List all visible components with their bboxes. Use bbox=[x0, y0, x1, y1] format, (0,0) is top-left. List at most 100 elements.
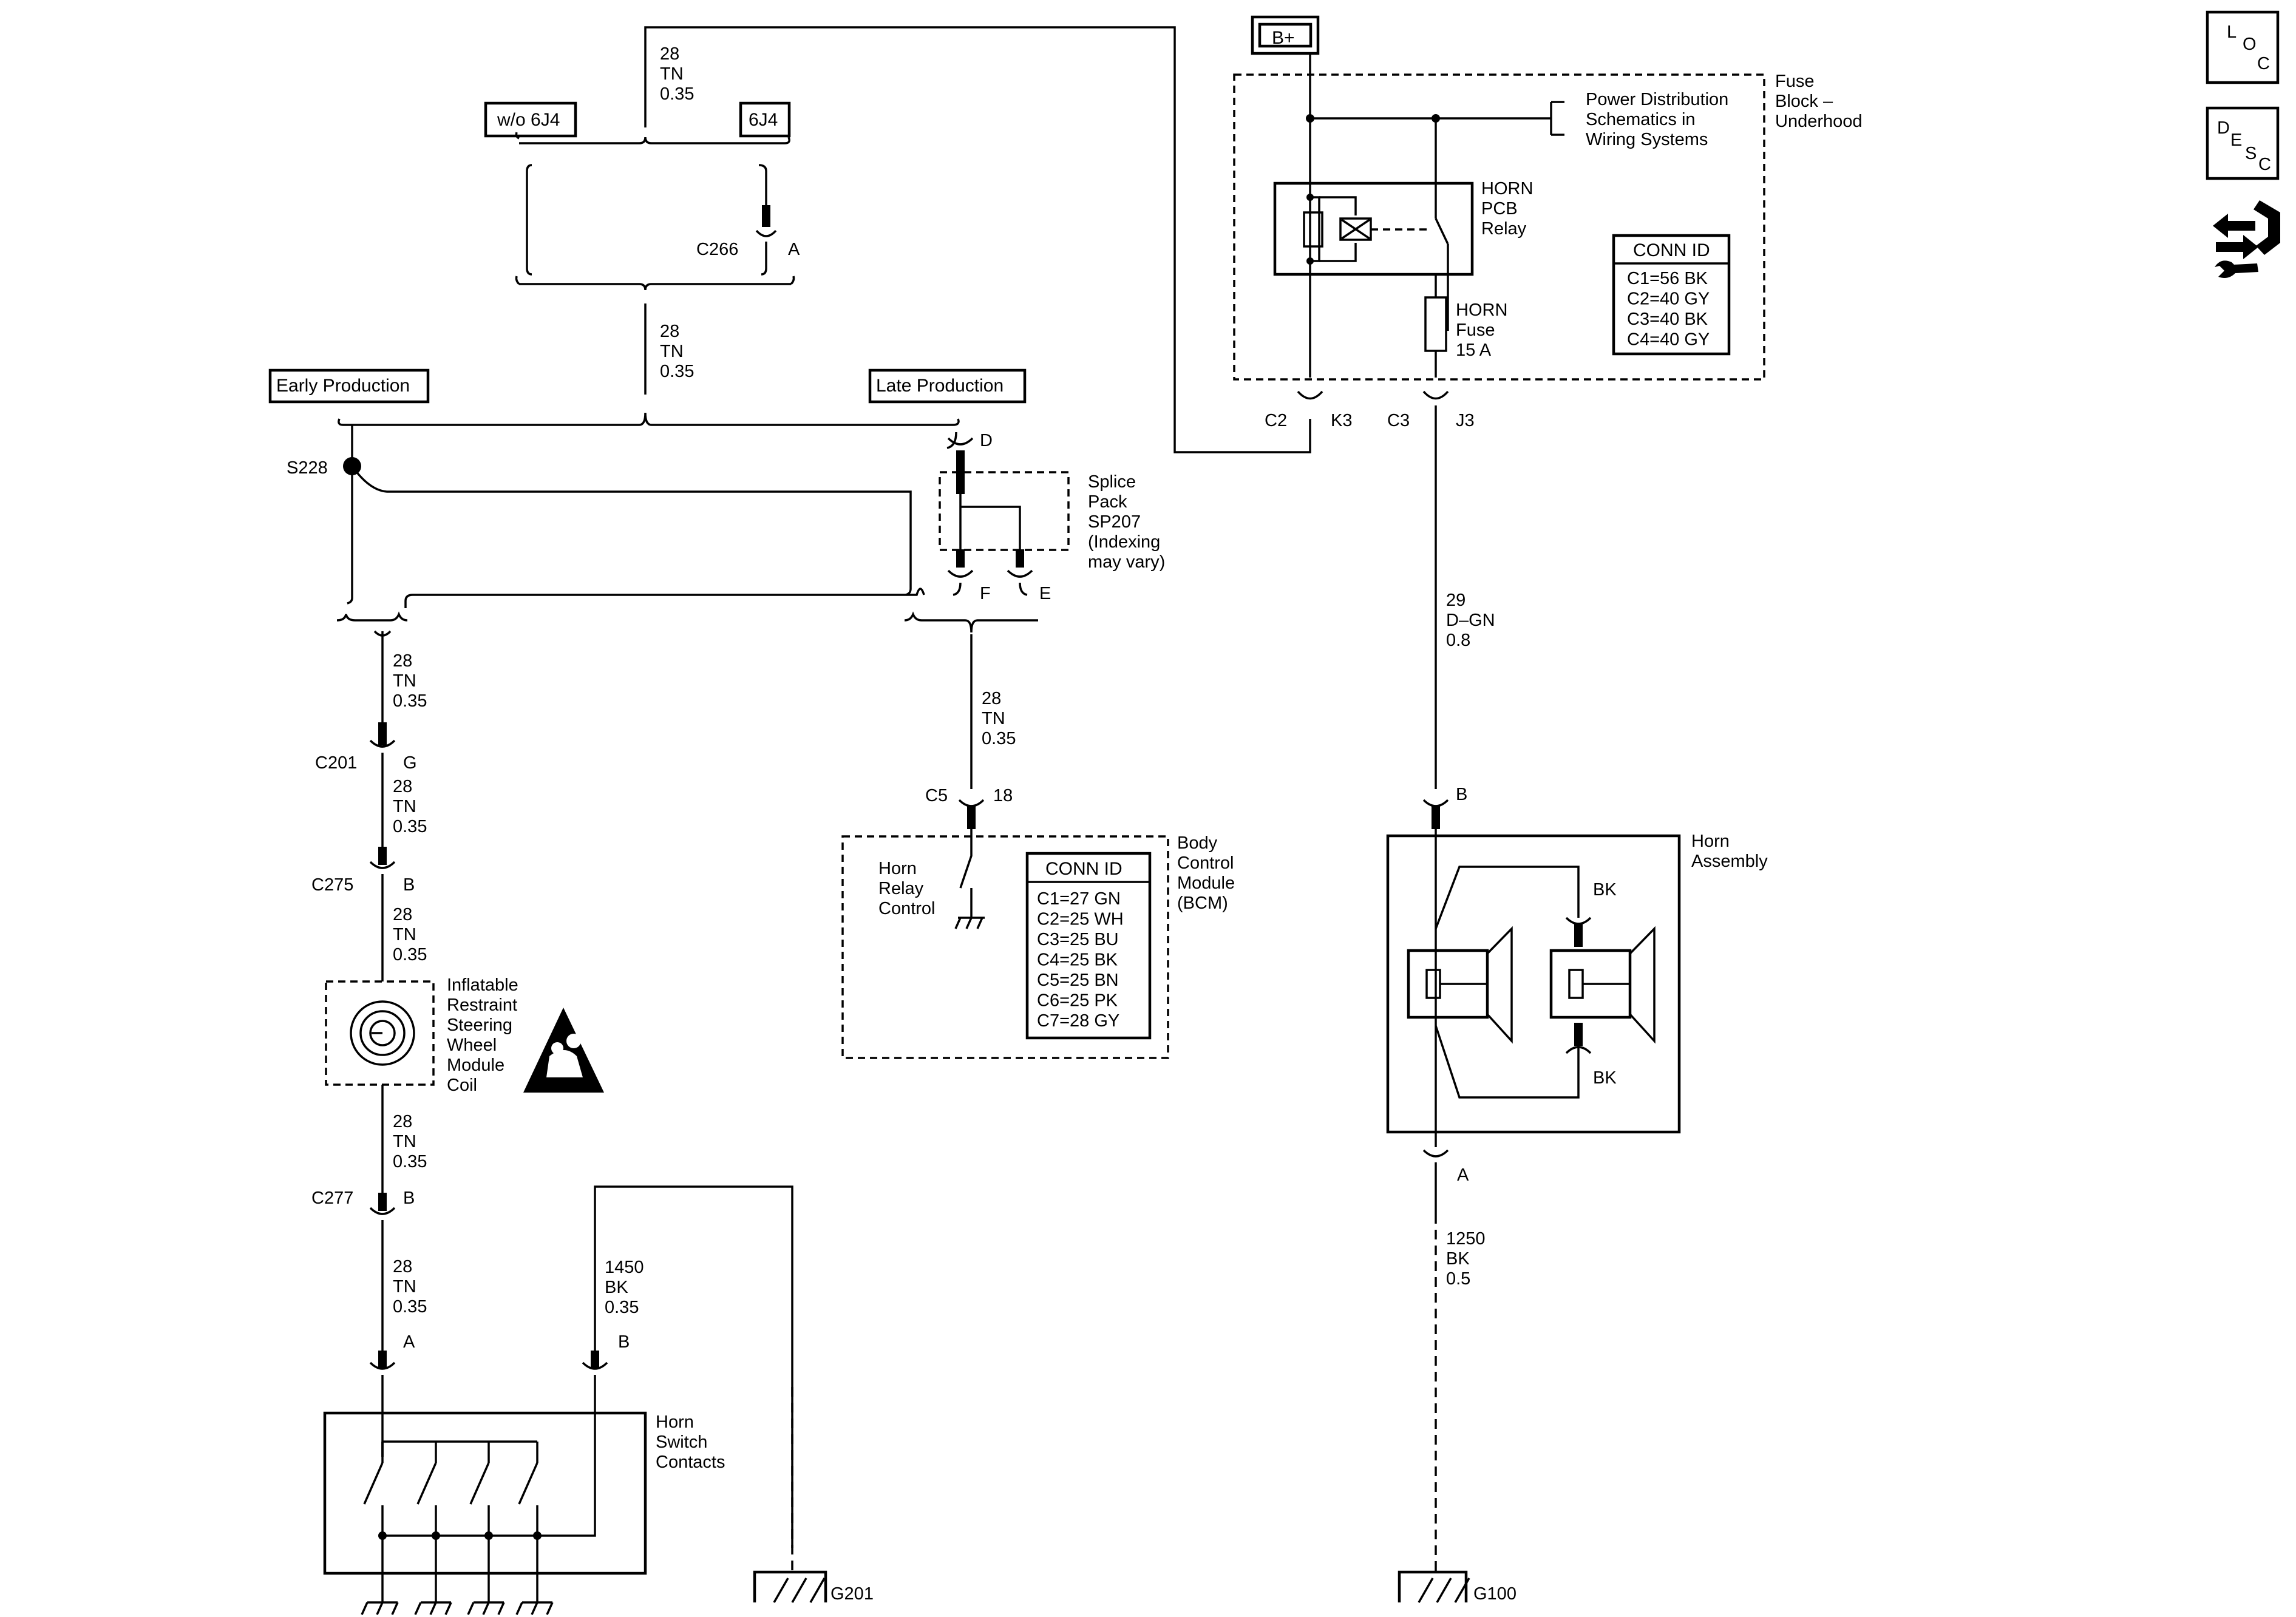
bcm-conn-id-table bbox=[1025, 852, 1152, 1040]
airbag-warning-icon bbox=[523, 1008, 604, 1093]
text-line: SP207 bbox=[1088, 512, 1141, 532]
conn-id-row: C3=40 BK bbox=[1627, 310, 1708, 329]
conn-id-row: C5=25 BN bbox=[1037, 971, 1119, 990]
late-production-label: Late Production bbox=[876, 376, 1004, 396]
text-line: TN bbox=[393, 1132, 416, 1151]
g100-ground: G100 bbox=[1398, 1570, 1517, 1604]
text-line: Underhood bbox=[1775, 112, 1863, 131]
text-line: 28 bbox=[982, 689, 1001, 708]
text-line: 29 bbox=[1446, 591, 1466, 610]
loc-button[interactable]: L O C bbox=[2206, 10, 2280, 84]
text-line: 1250 bbox=[1446, 1229, 1486, 1249]
connector-arrows-icon[interactable] bbox=[2213, 200, 2280, 259]
production-bus: Early Production Late Production bbox=[268, 368, 1027, 426]
c277-label: C277 bbox=[311, 1188, 353, 1208]
text-line: Fuse bbox=[1456, 320, 1495, 340]
text-line: 0.35 bbox=[393, 691, 427, 711]
pin-j3: J3 bbox=[1456, 411, 1475, 430]
s228-splice: S228 bbox=[287, 425, 912, 605]
horn-switch-pin-b: B bbox=[618, 1332, 630, 1352]
desc-s: S bbox=[2245, 144, 2257, 163]
text-line: Fuse bbox=[1775, 72, 1814, 91]
text-line: D–GN bbox=[1446, 611, 1495, 630]
conn-id-row: C2=25 WH bbox=[1037, 910, 1124, 929]
text-line: 0.8 bbox=[1446, 631, 1470, 650]
text-line: TN bbox=[393, 797, 416, 816]
splice-pin-e: E bbox=[1039, 584, 1051, 603]
text-line: BK bbox=[605, 1278, 628, 1297]
pin-c3: C3 bbox=[1387, 411, 1410, 430]
option-bus bbox=[515, 132, 795, 395]
wrench-icon[interactable] bbox=[2215, 260, 2258, 278]
desc-d: D bbox=[2217, 118, 2230, 138]
w-o-6j4-label: w/o 6J4 bbox=[497, 110, 560, 130]
c277-pin: B bbox=[403, 1188, 415, 1208]
text-line: 1450 bbox=[605, 1258, 644, 1277]
bcm-conn-id-title: CONN ID bbox=[1045, 859, 1123, 879]
conn-id-row: C6=25 PK bbox=[1037, 991, 1118, 1011]
pin-k3: K3 bbox=[1331, 411, 1352, 430]
horn-pin-b: B bbox=[1456, 785, 1467, 804]
fuse-conn-id-table bbox=[1612, 234, 1731, 356]
horn-pin-a: A bbox=[1457, 1165, 1469, 1185]
text-line: Block – bbox=[1775, 92, 1833, 111]
text-line: Steering bbox=[447, 1015, 512, 1035]
conn-id-row: C4=25 BK bbox=[1037, 951, 1118, 970]
text-line: 0.35 bbox=[393, 945, 427, 964]
horn-speaker-right bbox=[1549, 926, 1656, 1044]
text-line: 28 bbox=[393, 1257, 412, 1276]
text-line: BK bbox=[1446, 1249, 1470, 1269]
loc-c: C bbox=[2257, 54, 2270, 73]
splice-pack-outline bbox=[939, 471, 1070, 551]
text-line: 0.35 bbox=[393, 1297, 427, 1317]
text-line: TN bbox=[393, 1277, 416, 1297]
pin-c2: C2 bbox=[1265, 411, 1287, 430]
g201-ground: G201 bbox=[753, 1387, 874, 1604]
desc-button[interactable]: D E S C bbox=[2206, 106, 2280, 180]
lower-bus bbox=[336, 588, 1038, 640]
text-line: 15 A bbox=[1456, 341, 1492, 360]
text-line: 0.35 bbox=[393, 1152, 427, 1171]
text-line: Horn bbox=[1691, 832, 1730, 851]
c201-pin: G bbox=[403, 753, 417, 773]
text-line: PCB bbox=[1481, 199, 1518, 219]
text-line: 28 bbox=[393, 905, 412, 924]
b-plus-label: B+ bbox=[1272, 28, 1295, 48]
conn-id-row: C2=40 GY bbox=[1627, 290, 1710, 309]
horn-switch-box bbox=[323, 1411, 647, 1575]
text-line: 28 bbox=[660, 322, 679, 341]
text-line: TN bbox=[982, 709, 1005, 728]
text-line: TN bbox=[393, 925, 416, 944]
loc-o: O bbox=[2243, 35, 2257, 54]
loc-l: L bbox=[2227, 22, 2237, 42]
fuse-block-outline bbox=[1233, 73, 1765, 381]
text-line: Switch bbox=[656, 1432, 707, 1452]
b-plus-box bbox=[1251, 15, 1320, 55]
text-line: Control bbox=[878, 899, 936, 918]
text-line: 28 bbox=[660, 44, 679, 64]
text-line: Wheel bbox=[447, 1036, 497, 1055]
c275-label: C275 bbox=[311, 875, 353, 895]
text-line: Horn bbox=[878, 859, 917, 878]
conn-id-row: C7=28 GY bbox=[1037, 1011, 1119, 1031]
text-line: (Indexing bbox=[1088, 532, 1160, 552]
